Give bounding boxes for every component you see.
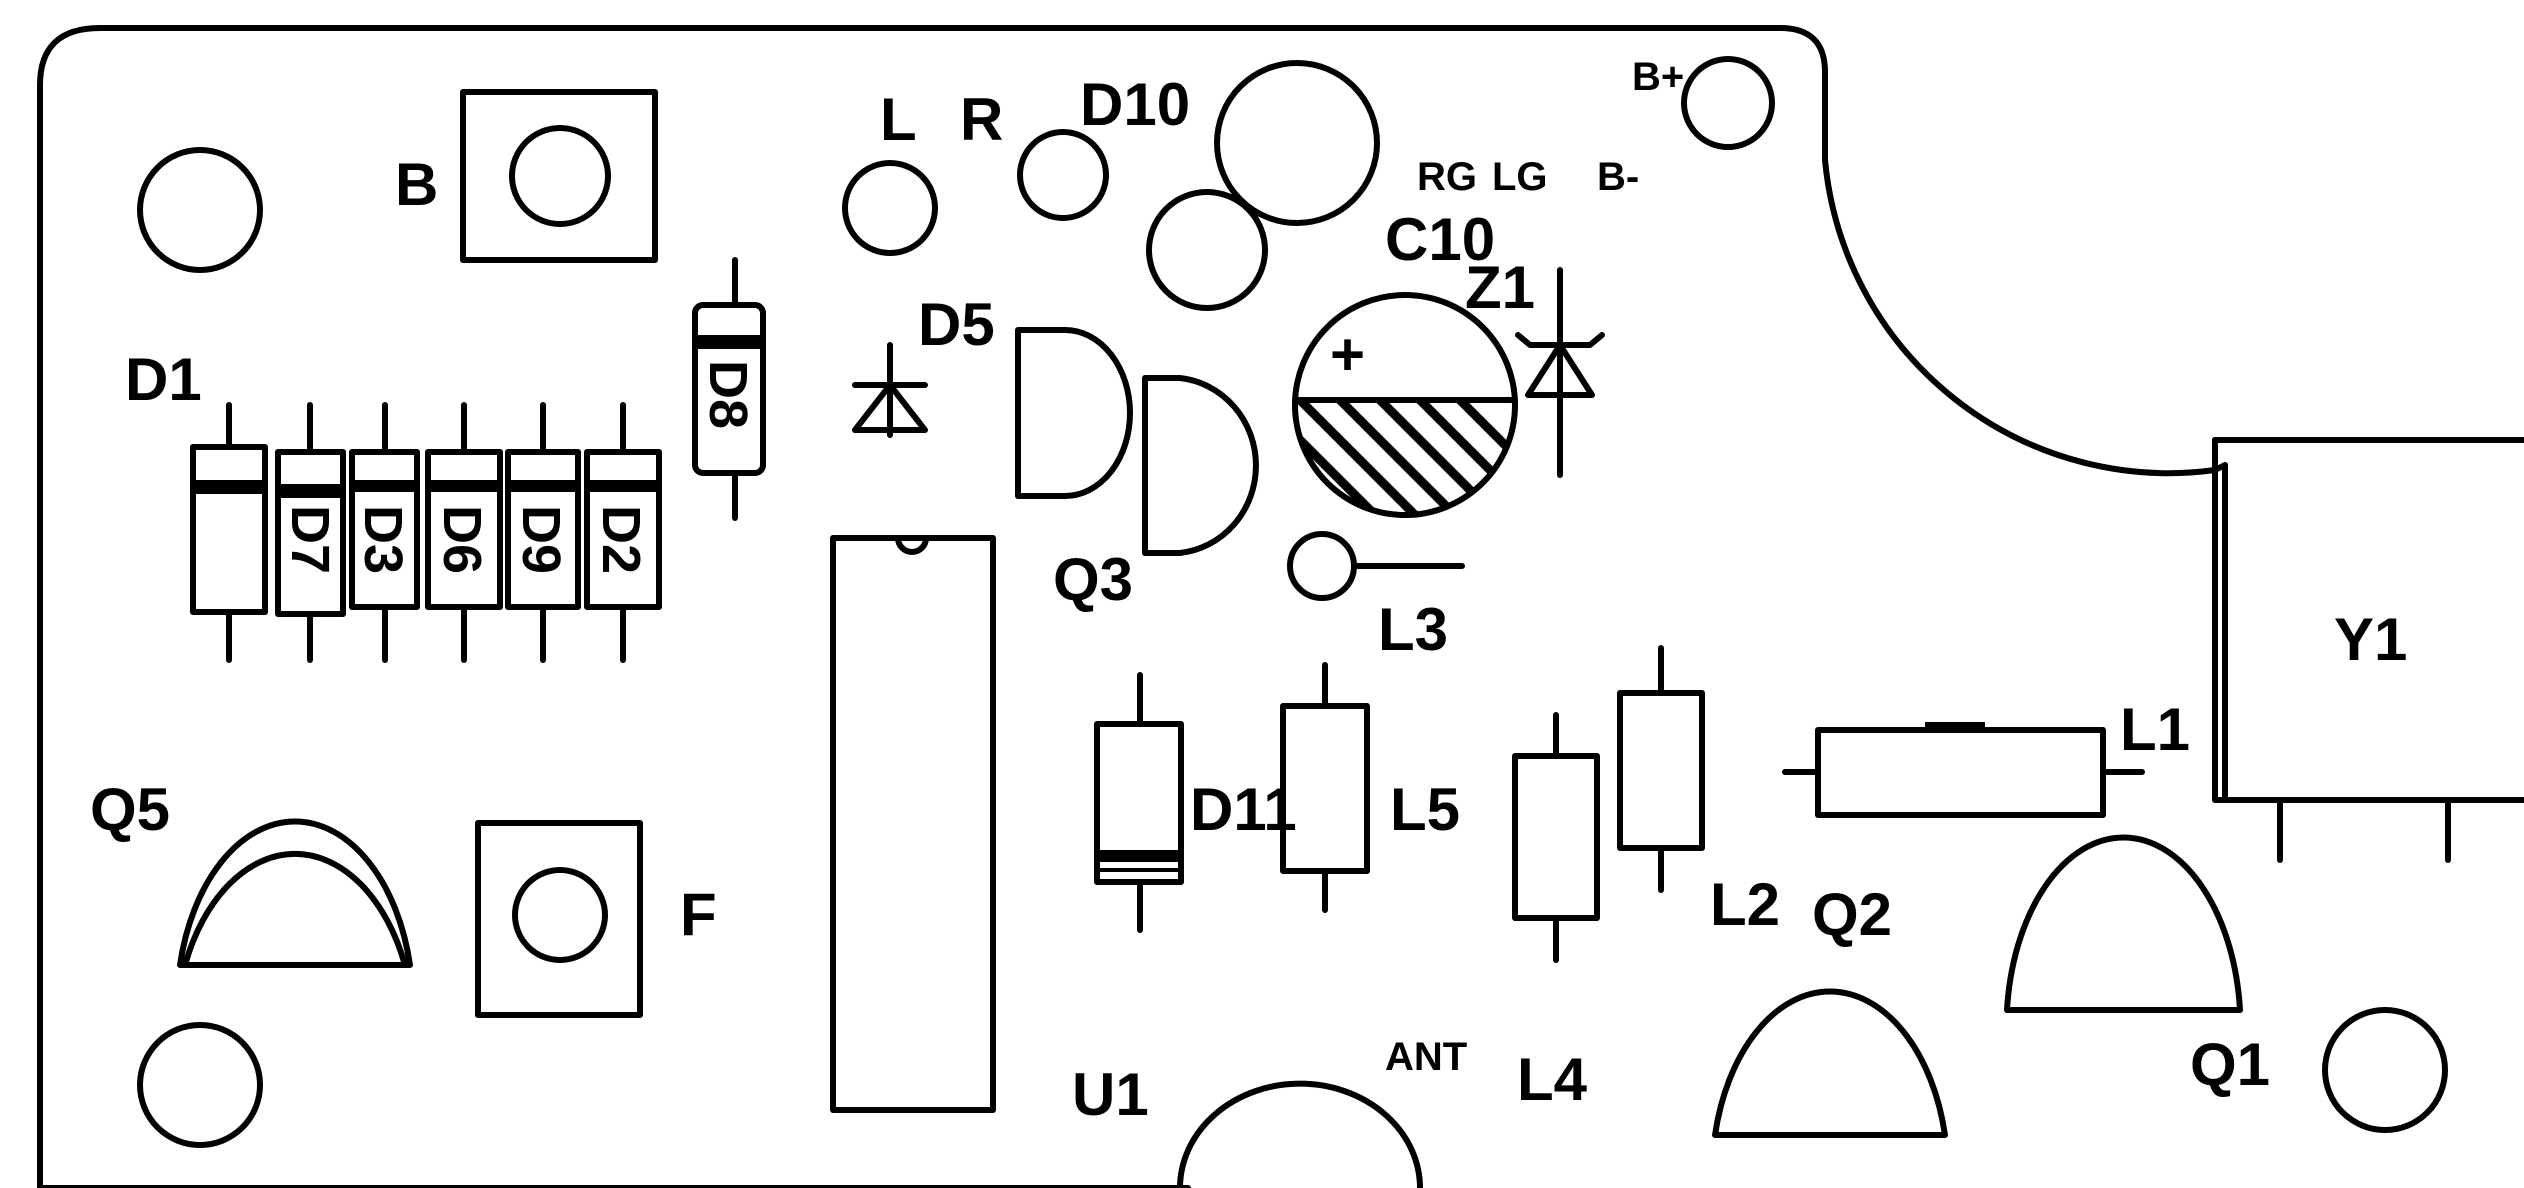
d1-band <box>193 480 265 494</box>
label-d10: D10 <box>1080 71 1190 138</box>
label-r: R <box>960 86 1003 153</box>
button-b-pad <box>509 125 611 227</box>
label-d1: D1 <box>125 346 202 413</box>
c10-plus-mark: + <box>1330 321 1365 388</box>
board-outline <box>37 25 2524 1188</box>
label-d3: D3 <box>353 505 413 574</box>
d10-large-pad <box>1214 60 1380 226</box>
z1-diode-symbol <box>1525 342 1595 398</box>
label-d11: D11 <box>1190 776 1297 843</box>
label-d7: D7 <box>280 505 340 574</box>
d1-diode-body <box>190 444 268 615</box>
label-q3: Q3 <box>1053 546 1133 613</box>
l4-inductor-body <box>1512 753 1600 921</box>
label-b: B <box>395 151 438 218</box>
d10-small-pad <box>1146 189 1268 311</box>
l1-inductor-body <box>1815 727 2106 818</box>
label-l3: L3 <box>1378 596 1448 663</box>
pad-r <box>1017 129 1109 221</box>
label-y1: Y1 <box>2334 606 2407 673</box>
d11-band <box>1097 850 1181 862</box>
mounting-hole-bottom-left <box>137 1022 263 1148</box>
pad-l3 <box>1287 531 1357 601</box>
label-u1: U1 <box>1072 1061 1149 1128</box>
label-d2: D2 <box>591 505 651 574</box>
label-l5: L5 <box>1390 776 1460 843</box>
ant-notch <box>1177 1080 1423 1188</box>
pad-l <box>842 160 938 256</box>
d8-band <box>695 335 763 349</box>
label-d5: D5 <box>918 291 995 358</box>
label-rg: RG <box>1417 155 1477 199</box>
label-q2: Q2 <box>1812 881 1892 948</box>
label-d6: D6 <box>432 505 492 574</box>
q5-transistor <box>182 850 408 968</box>
y1-outline <box>2212 437 2524 803</box>
q3-transistor <box>1142 375 1259 556</box>
label-l: L <box>880 86 917 153</box>
q3-upper-transistor <box>1015 327 1133 499</box>
button-f-outline <box>475 820 643 1018</box>
label-lg: LG <box>1492 155 1548 199</box>
u1-ic-outline <box>830 535 996 1113</box>
c10-capacitor <box>1292 292 1518 518</box>
d8-diode-body <box>692 302 766 476</box>
diode-array: D7 D3 D6 D9 D2 <box>190 402 662 663</box>
label-d9: D9 <box>511 505 571 574</box>
q2-transistor <box>1712 988 1948 1138</box>
label-l4: L4 <box>1517 1046 1588 1113</box>
mounting-hole-top-left <box>137 147 263 273</box>
label-q1: Q1 <box>2190 1031 2270 1098</box>
mounting-hole-bottom-right <box>2322 1007 2448 1133</box>
label-z1: Z1 <box>1465 254 1535 321</box>
button-b-outline <box>460 89 658 263</box>
d5-diode-symbol <box>852 382 928 433</box>
label-l1: L1 <box>2120 696 2190 763</box>
label-l2: L2 <box>1710 871 1780 938</box>
l2-inductor-body <box>1617 690 1705 851</box>
z1-zener-bar <box>1515 332 1605 348</box>
pad-b-plus <box>1681 56 1775 150</box>
u1-notch <box>895 535 929 555</box>
button-f-pad <box>512 867 608 963</box>
label-b-plus: B+ <box>1632 55 1684 99</box>
label-f: F <box>680 881 717 948</box>
label-q5: Q5 <box>90 776 170 843</box>
q1-transistor <box>2004 834 2243 1013</box>
label-d8: D8 <box>698 360 758 429</box>
label-b-minus: B- <box>1597 155 1639 199</box>
label-ant: ANT <box>1385 1035 1467 1079</box>
label-c10: C10 <box>1385 206 1495 273</box>
